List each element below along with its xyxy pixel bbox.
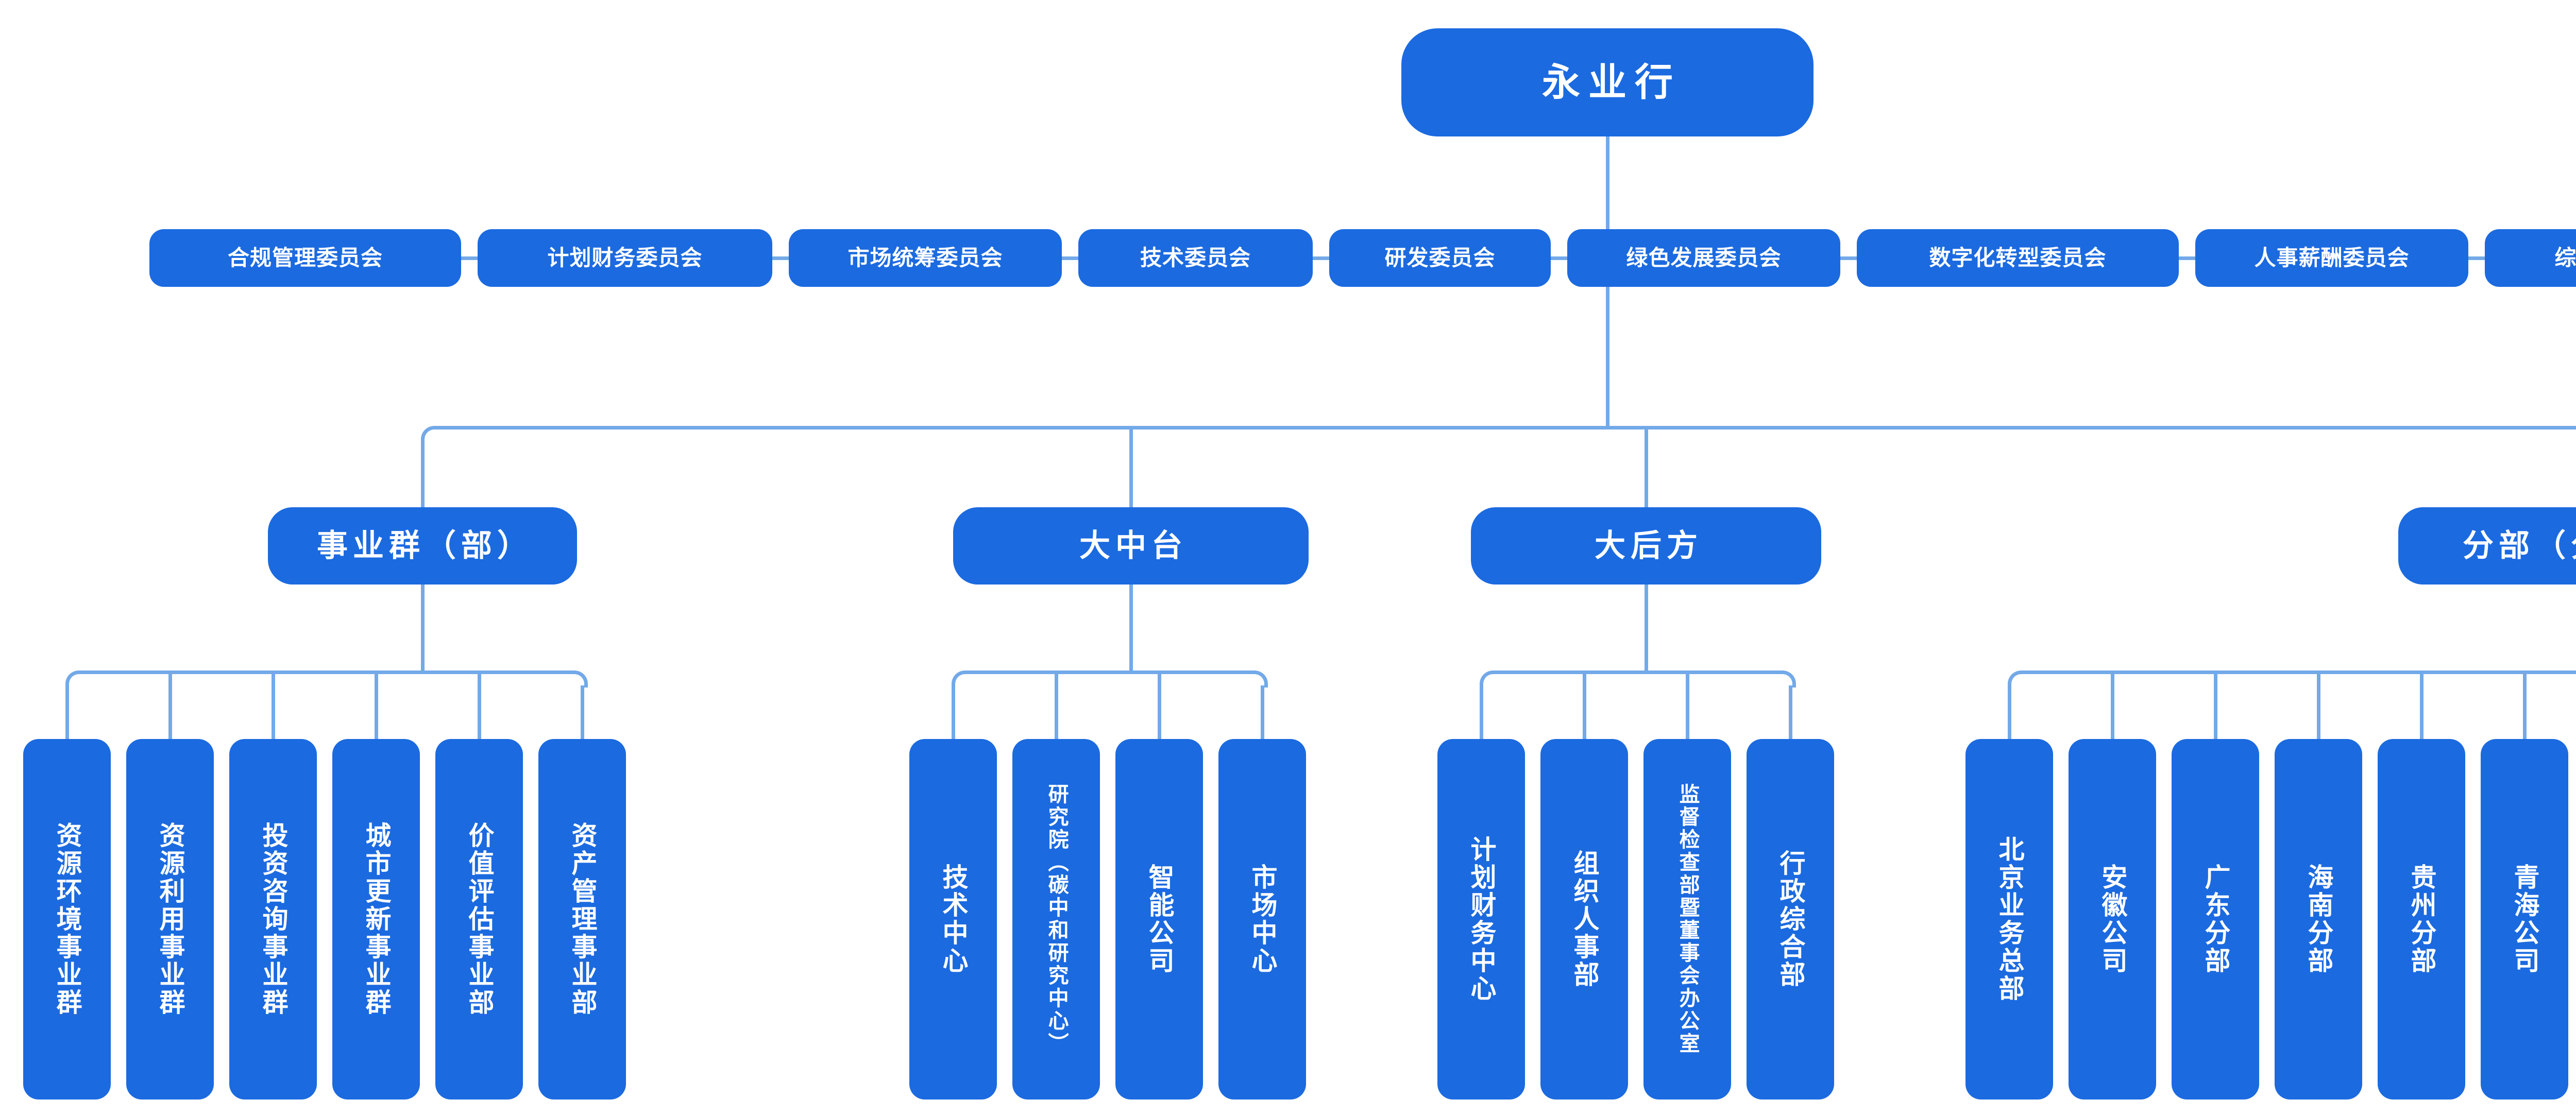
- committee-link-6: [2179, 256, 2195, 260]
- leaf-drop-0-2: [271, 672, 275, 739]
- leaf-drop-3-0: [2007, 685, 2011, 739]
- committee-node-1[interactable]: 计划财务委员会: [478, 229, 772, 287]
- connector-elbow: [2574, 425, 2576, 443]
- committee-link-7: [2468, 256, 2485, 260]
- committee-link-5: [1840, 256, 1857, 260]
- leaf-node-0-3[interactable]: 城市更新事业群: [332, 739, 420, 1099]
- group-drop-1: [1129, 427, 1133, 507]
- leaf-node-1-1[interactable]: 研究院（碳中和研究中心）: [1012, 739, 1100, 1099]
- leaf-drop-0-5: [580, 685, 584, 739]
- leaf-node-2-0[interactable]: 计划财务中心: [1437, 739, 1525, 1099]
- committee-link-3: [1313, 256, 1329, 260]
- leaf-drop-0-0: [65, 685, 69, 739]
- leaf-drop-2-2: [1685, 672, 1689, 739]
- leaf-drop-2-1: [1582, 672, 1586, 739]
- committee-link-1: [772, 256, 789, 260]
- committee-node-8[interactable]: 综合品牌委员会: [2485, 229, 2576, 287]
- leaf-bus-bar-2: [1493, 670, 1779, 674]
- leaf-node-0-5[interactable]: 资产管理事业部: [538, 739, 626, 1099]
- leaf-node-2-2[interactable]: 监督检查部暨董事会办公室: [1643, 739, 1731, 1099]
- group-node-0[interactable]: 事业群（部）: [268, 507, 577, 585]
- leaf-node-0-4[interactable]: 价值评估事业部: [435, 739, 523, 1099]
- leaf-node-0-2[interactable]: 投资咨询事业群: [229, 739, 317, 1099]
- connector-elbow: [2007, 670, 2025, 688]
- connector-elbow: [420, 425, 438, 443]
- group-bus-bar: [434, 425, 2575, 429]
- leaf-bus-bar-0: [78, 670, 571, 674]
- connector-elbow: [65, 670, 82, 688]
- group-drop-2: [1644, 427, 1648, 507]
- leaf-drop-1-2: [1157, 672, 1161, 739]
- committee-link-2: [1062, 256, 1078, 260]
- leaf-drop-2-0: [1479, 685, 1483, 739]
- leaf-node-3-4[interactable]: 贵州分部: [2378, 739, 2465, 1099]
- leaf-node-3-0[interactable]: 北京业务总部: [1965, 739, 2053, 1099]
- leaf-drop-1-1: [1054, 672, 1058, 739]
- connector-elbow: [1250, 670, 1268, 688]
- leaf-drop-2-3: [1788, 685, 1792, 739]
- leaf-drop-0-3: [374, 672, 378, 739]
- leaf-drop-3-2: [2213, 672, 2217, 739]
- connector-elbow: [1778, 670, 1796, 688]
- leaf-node-1-3[interactable]: 市场中心: [1218, 739, 1306, 1099]
- leaf-node-3-2[interactable]: 广东分部: [2172, 739, 2259, 1099]
- committee-node-7[interactable]: 人事薪酬委员会: [2195, 229, 2468, 287]
- leaf-node-0-0[interactable]: 资源环境事业群: [23, 739, 111, 1099]
- committee-node-2[interactable]: 市场统筹委员会: [789, 229, 1062, 287]
- committee-link-4: [1551, 256, 1567, 260]
- group-stem-0: [420, 585, 425, 672]
- connector-elbow: [1479, 670, 1497, 688]
- leaf-drop-0-1: [168, 672, 172, 739]
- committee-node-3[interactable]: 技术委员会: [1078, 229, 1313, 287]
- leaf-node-3-1[interactable]: 安徽公司: [2069, 739, 2156, 1099]
- leaf-drop-3-5: [2522, 672, 2527, 739]
- leaf-drop-0-4: [477, 672, 481, 739]
- connector-elbow: [951, 670, 969, 688]
- leaf-node-0-1[interactable]: 资源利用事业群: [126, 739, 214, 1099]
- leaf-node-1-2[interactable]: 智能公司: [1115, 739, 1203, 1099]
- group-node-1[interactable]: 大中台: [953, 507, 1309, 585]
- group-stem-2: [1644, 585, 1648, 672]
- group-node-3[interactable]: 分部（分公司）: [2398, 507, 2576, 585]
- leaf-drop-3-1: [2110, 672, 2114, 739]
- committee-node-5[interactable]: 绿色发展委员会: [1567, 229, 1840, 287]
- leaf-bus-bar-3: [2021, 670, 2576, 674]
- committee-node-0[interactable]: 合规管理委员会: [149, 229, 461, 287]
- committee-node-6[interactable]: 数字化转型委员会: [1857, 229, 2179, 287]
- committee-node-4[interactable]: 研发委员会: [1329, 229, 1551, 287]
- leaf-drop-1-0: [951, 685, 955, 739]
- leaf-bus-bar-1: [964, 670, 1251, 674]
- leaf-node-2-3[interactable]: 行政综合部: [1747, 739, 1834, 1099]
- root-node[interactable]: 永业行: [1401, 28, 1814, 136]
- leaf-node-1-0[interactable]: 技术中心: [909, 739, 997, 1099]
- leaf-drop-1-3: [1260, 685, 1264, 739]
- group-node-2[interactable]: 大后方: [1471, 507, 1821, 585]
- leaf-drop-3-4: [2419, 672, 2424, 739]
- connector-elbow: [570, 670, 588, 688]
- leaf-node-2-1[interactable]: 组织人事部: [1540, 739, 1628, 1099]
- committee-link-0: [461, 256, 478, 260]
- leaf-drop-3-3: [2316, 672, 2320, 739]
- group-stem-1: [1129, 585, 1133, 672]
- group-drop-0: [420, 441, 425, 507]
- leaf-node-3-5[interactable]: 青海公司: [2481, 739, 2568, 1099]
- leaf-node-3-3[interactable]: 海南分部: [2275, 739, 2362, 1099]
